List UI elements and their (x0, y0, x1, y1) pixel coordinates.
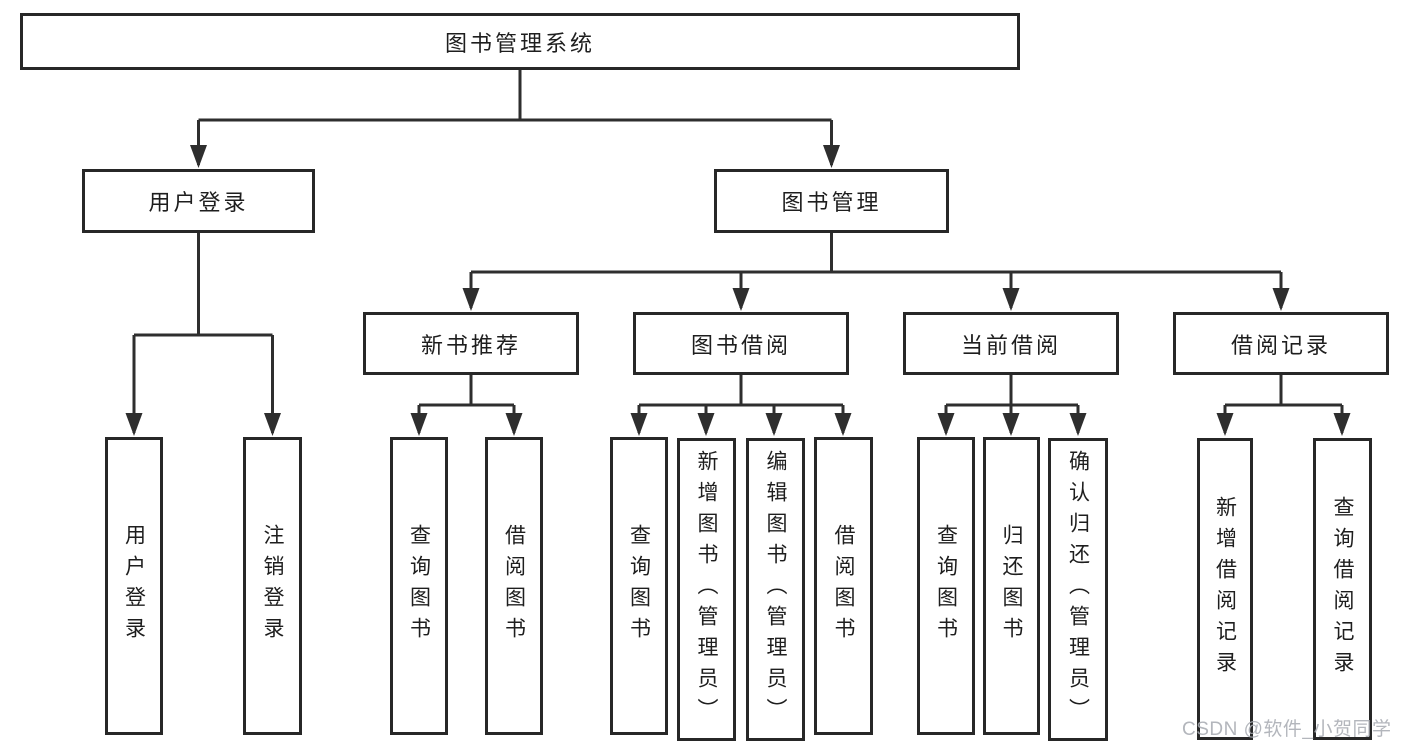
leaf-add-books-admin: 新增图书（管理员） (677, 438, 736, 741)
connector-root (190, 70, 840, 168)
connector-new-book-recommendation (410, 375, 523, 436)
node-book-management: 图书管理 (714, 169, 949, 233)
leaf-edit-books-admin: 编辑图书（管理员） (746, 438, 805, 741)
connector-current-borrowing (937, 375, 1087, 436)
connector-user-login (125, 233, 281, 436)
node-current-borrowing: 当前借阅 (903, 312, 1119, 375)
leaf-return-books: 归还图书 (983, 437, 1040, 735)
node-user-login: 用户登录 (82, 169, 315, 233)
leaf-query-borrow-record: 查询借阅记录 (1313, 438, 1372, 740)
node-book-borrowing: 图书借阅 (633, 312, 849, 375)
leaf-borrow-books-recommend: 借阅图书 (485, 437, 543, 735)
leaf-borrow-books-borrowing: 借阅图书 (814, 437, 873, 735)
connector-book-management (462, 233, 1290, 311)
leaf-query-books-borrowing: 查询图书 (610, 437, 668, 735)
connector-book-borrowing (630, 375, 852, 436)
watermark: CSDN @软件_小贺同学 (1182, 719, 1392, 740)
node-borrowing-records: 借阅记录 (1173, 312, 1389, 375)
node-root: 图书管理系统 (20, 13, 1020, 70)
connector-borrowing-records (1216, 375, 1351, 436)
leaf-confirm-return-admin: 确认归还（管理员） (1048, 438, 1108, 741)
leaf-logout: 注销登录 (243, 437, 302, 735)
leaf-query-books-current: 查询图书 (917, 437, 975, 735)
leaf-user-login: 用户登录 (105, 437, 163, 735)
leaf-query-books-recommend: 查询图书 (390, 437, 448, 735)
leaf-add-borrow-record: 新增借阅记录 (1197, 438, 1253, 740)
node-new-book-recommendation: 新书推荐 (363, 312, 579, 375)
